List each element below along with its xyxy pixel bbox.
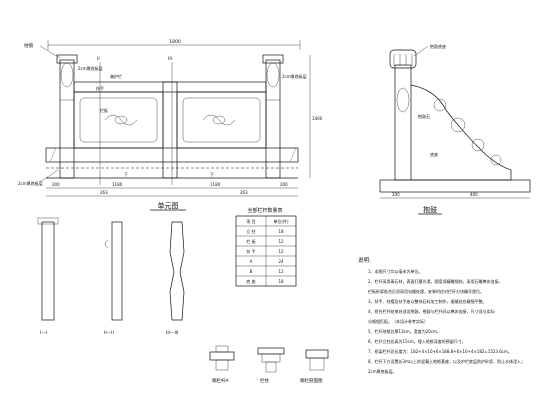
left-post [59,59,75,179]
panel-left [73,91,164,149]
height-dim: 1400 [312,116,323,121]
note-line: 8、栏杆下方设置长3m以上的混凝土地袱基座，以及护栏底层防护砂浆，防止水体浸入； [368,358,525,364]
section-2-label: II—II [104,330,114,336]
table-cell: 扶 手 [246,248,255,254]
drum-dim-2: 400 [470,192,478,197]
section-mark-2: II [97,56,100,62]
top-dim: 1800 [169,39,181,45]
drum-stone-view: 200 400 抱鼓底座 抱鼓石 底座 抱鼓 [379,43,531,215]
dim-b3: 1180 [210,182,221,187]
table-header-count: 单位(件) [273,218,289,224]
unit-view-title: 单元图 [158,201,179,210]
table-cell: 12 [278,269,284,274]
drum-label-post: 抱鼓底座 [430,43,446,49]
dim-b2: 1180 [112,182,123,187]
note-line: 7、桥梁栏杆总长度为：182+4×10+6×188.8+6×10+4×182=1… [368,348,512,354]
note-line: 5、栏杆地袱总厚13cm，宽度为20cm。 [368,328,441,334]
quantity-table: 全部栏杆数量表 项 目 单位(件) 立 柱 18 栏 板 12 扶 手 12 A… [235,207,297,287]
panel-right [176,91,267,149]
table-cell: 18 [278,229,284,234]
drum-label-stone: 抱鼓石 [418,113,430,119]
note-line: 栏板砂浆粘合后须采用勾缝处理，安装时应对栏杆分块编号就位。 [368,288,484,294]
section-1-label: I—I [40,330,47,336]
section-3-label: III—III [166,330,178,336]
drum-label-base: 底座 [430,151,438,157]
note-line: 分格相匹配。（本设计参考实际） [368,318,428,324]
right-post [265,59,281,179]
dim-c1: 263 [100,190,108,195]
note-line: 2cm厚底板层。 [368,368,397,374]
table-header-item: 项 目 [246,218,255,224]
dim-c2: 263 [240,190,248,195]
dim-b4: 200 [280,182,288,187]
drum-curve [410,84,512,181]
section-mark-3: III [168,56,172,62]
drum-title: 抱鼓 [423,205,437,214]
label-panel-a: 扶手 [96,85,104,91]
note-line: 2、栏杆采用青石材，表面打磨光滑，图案须精雕细刻，采用石雕榫卯连接， [368,278,503,284]
notes-block: 说明: 1、本图尺寸均以毫米为单位。 2、栏杆采用青石材，表面打磨光滑，图案须精… [358,256,525,374]
dim-b1: 200 [52,182,60,187]
note-line: 6、栏杆立柱总高为15cm，埋入地袱深度的预留尺寸。 [368,338,466,344]
plan-b-label: 栏柱 [260,377,269,384]
table-cell: 栏 板 [246,238,255,244]
label-lower-right: 下 [210,172,214,177]
plan-a-label: 端栏杆A [212,377,229,384]
section-1-shape [41,221,55,321]
section-views: I—I II—II III—III [37,217,185,336]
plan-details: 端栏杆A 栏柱 端栏剖面图 [209,345,329,384]
note-line: 1、本图尺寸均以毫米为单位。 [368,268,423,274]
table-cell: 12 [278,249,284,254]
label-slab-left: 2cm厚底板层 [78,65,103,71]
label-panel-b: 栏板 [100,107,108,113]
table-cell: 24 [278,259,284,264]
unit-elevation: 1800 II III 柱帽 [18,39,323,211]
table-cell: A [250,259,253,264]
label-lower-left: 下 [124,172,128,177]
section-3-shape [169,221,185,321]
label-post-cap: 柱帽 [24,42,33,49]
note-line: 4、桥台栏杆结束处须设抱鼓，抱鼓与栏杆间以榫卯连接，尺寸须与实际 [368,308,495,314]
drum-post [394,64,412,181]
label-slab-bottom-left: 2cm厚底板层 [18,180,43,186]
label-guard: 端护栏 [110,73,122,79]
section-2-shape [111,221,123,321]
table-cell: 底 座 [246,278,255,284]
drum-dim-1: 200 [392,192,400,197]
plan-c-label: 端栏剖面图 [300,377,323,384]
label-slab-right: 2cm厚底板层 [282,73,307,79]
top-rail [73,81,267,93]
table-cell: B [250,269,253,274]
middle-post [162,81,178,179]
table-title: 全部栏杆数量表 [247,207,282,214]
table-cell: 18 [278,279,284,284]
note-line: 3、扶手、柱帽及扶手座以整块石料加工制作，接缝处应精细平整。 [368,298,487,304]
drum-base [379,179,531,193]
table-cell: 12 [278,239,284,244]
notes-heading: 说明: [358,256,371,264]
table-cell: 立 柱 [246,228,255,234]
